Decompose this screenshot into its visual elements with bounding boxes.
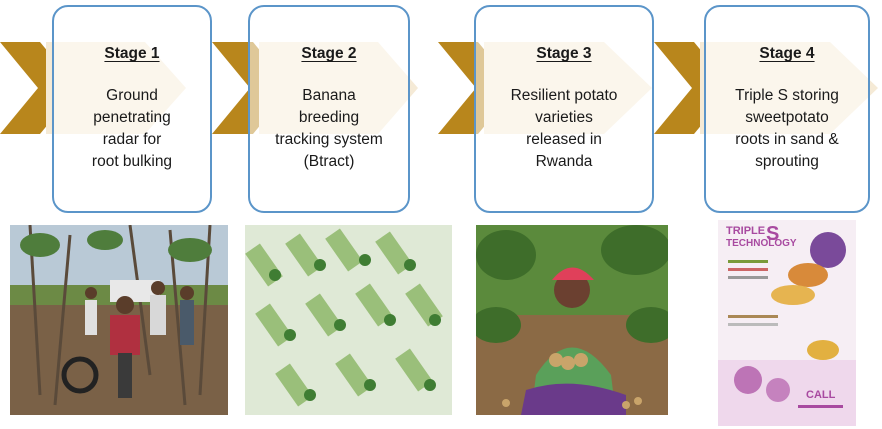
stage-description: Banana breeding tracking system (Btract) bbox=[256, 85, 402, 173]
stage-text-line: varieties bbox=[535, 109, 593, 126]
stage-title: Stage 2 bbox=[301, 45, 357, 62]
stage-title: Stage 3 bbox=[536, 45, 592, 62]
stage-description: Triple S storing sweetpotato roots in sa… bbox=[712, 85, 862, 173]
stage-box-4: Stage 4 Triple S storing sweetpotato roo… bbox=[704, 5, 870, 213]
poster-letter: S bbox=[766, 223, 779, 245]
potato-farmer-photo bbox=[476, 225, 668, 415]
stage-box-1: Stage 1 Ground penetrating radar for roo… bbox=[52, 5, 212, 213]
stage-description: Ground penetrating radar for root bulkin… bbox=[60, 85, 204, 173]
stage-text-line: released in bbox=[526, 131, 602, 148]
banana-tissue-culture-photo bbox=[245, 225, 452, 415]
stage-text-line: radar for bbox=[102, 131, 162, 148]
stage-text-line: Banana bbox=[302, 87, 356, 104]
stage-text-line: Resilient potato bbox=[510, 87, 618, 104]
stage-text-line: breeding bbox=[298, 109, 360, 126]
stage-text-line: penetrating bbox=[93, 109, 171, 126]
stage-text-line: (Btract) bbox=[303, 153, 355, 170]
stage-text-line: root bulking bbox=[91, 153, 173, 170]
stage-title: Stage 1 bbox=[104, 45, 160, 62]
ground-radar-photo bbox=[10, 225, 228, 415]
triple-s-poster: TRIPLE S TECHNOLOGY CALL bbox=[718, 220, 856, 426]
stage-text-line: tracking system bbox=[275, 131, 383, 148]
stage-box-2: Stage 2 Banana breeding tracking system … bbox=[248, 5, 410, 213]
stage-box-3: Stage 3 Resilient potato varieties relea… bbox=[474, 5, 654, 213]
poster-heading-1: TRIPLE bbox=[726, 225, 765, 237]
stage-text-line: Rwanda bbox=[535, 153, 593, 170]
stage-text-line: Ground bbox=[106, 87, 158, 104]
stage-text-line: sweetpotato bbox=[745, 109, 829, 126]
stage-text-line: sprouting bbox=[755, 153, 819, 170]
stage-title: Stage 4 bbox=[759, 45, 815, 62]
poster-heading-2: TECHNOLOGY bbox=[726, 238, 797, 249]
poster-call: CALL bbox=[806, 389, 836, 401]
stage-description: Resilient potato varieties released in R… bbox=[482, 85, 646, 173]
stage-text-line: Triple S storing bbox=[735, 87, 839, 104]
stage-text-line: roots in sand & bbox=[735, 131, 839, 148]
